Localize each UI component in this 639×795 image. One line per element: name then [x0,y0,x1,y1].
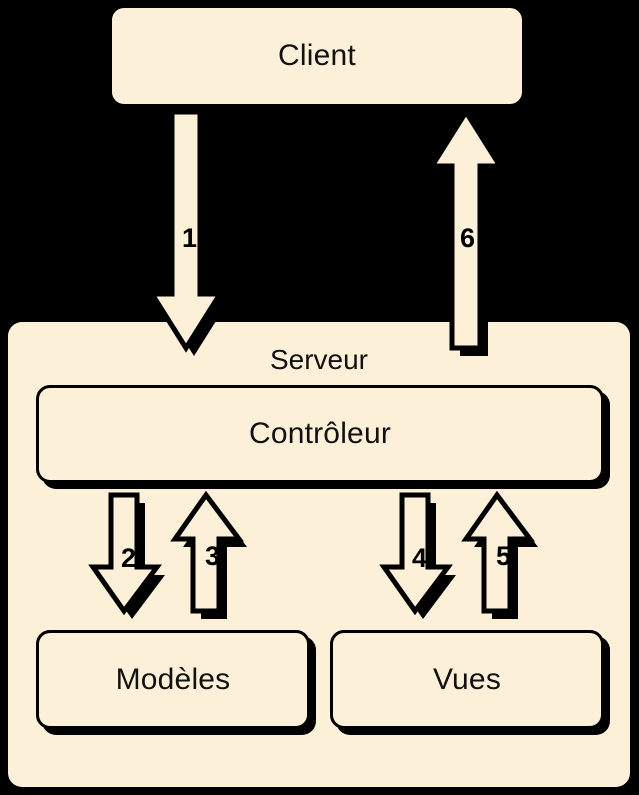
arrow-3-models-to-controller: 3 [170,490,255,625]
arrow-up-icon [170,490,247,619]
node-modeles[interactable]: Modèles [36,630,310,729]
arrow-5-views-to-controller: 5 [461,490,546,625]
node-client[interactable]: Client [112,8,522,104]
node-client-label: Client [278,39,356,72]
node-vues-label: Vues [432,662,502,696]
arrow-2-controller-to-models: 2 [88,492,173,625]
arrow-up-icon [461,490,538,619]
node-controleur-label: Contrôleur [248,417,392,450]
arrow-6-server-to-client: 6 [427,107,516,374]
arrow-up-icon [427,107,508,356]
arrow-1-client-to-server: 1 [147,109,236,374]
arrow-4-controller-to-views: 4 [379,492,464,625]
node-modeles-label: Modèles [115,662,231,696]
arrow-down-icon [88,492,165,619]
node-controleur[interactable]: Contrôleur [36,385,604,483]
arrow-down-icon [379,492,456,619]
node-server-label: Serveur [269,344,369,375]
node-vues[interactable]: Vues [330,630,604,729]
arrow-down-icon [147,109,228,356]
